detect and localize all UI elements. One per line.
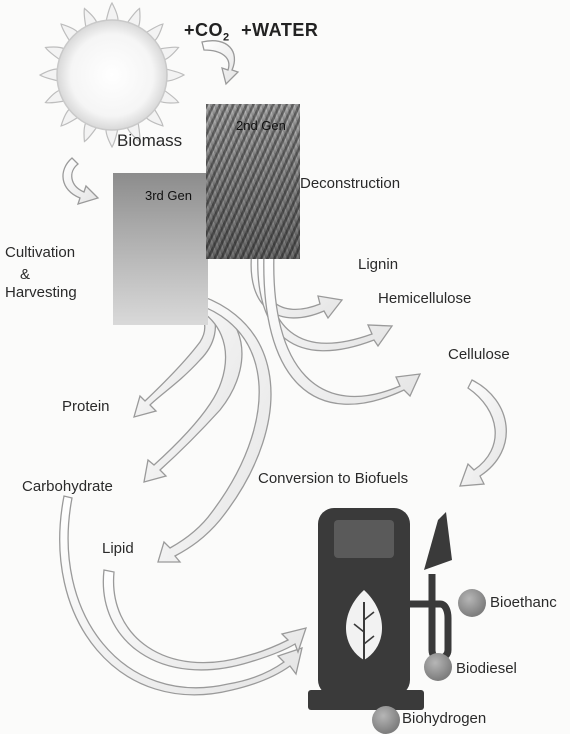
ampersand-label: & bbox=[20, 266, 30, 283]
cultivation-label: Cultivation bbox=[5, 244, 75, 261]
third-gen-label: 3rd Gen bbox=[145, 188, 192, 203]
co2-water-header: +CO2 +WATER bbox=[184, 20, 318, 44]
sun-ray bbox=[106, 3, 118, 21]
bioethanol-label: Bioethanc bbox=[490, 594, 557, 611]
lipid-label: Lipid bbox=[102, 540, 134, 557]
bioethanol-dot-icon bbox=[458, 589, 486, 617]
cellulose-label: Cellulose bbox=[448, 346, 510, 363]
conversion-label: Conversion to Biofuels bbox=[258, 470, 408, 487]
hemicellulose-label: Hemicellulose bbox=[378, 290, 471, 307]
arrow-lipid-to-pump bbox=[103, 570, 306, 670]
biohydrogen-dot-icon bbox=[372, 706, 400, 734]
protein-label: Protein bbox=[62, 398, 110, 415]
biodiesel-dot-icon bbox=[424, 653, 452, 681]
sun-icon bbox=[40, 3, 184, 147]
harvesting-label: Harvesting bbox=[5, 284, 77, 301]
sun-ray bbox=[40, 69, 58, 81]
co2-water-arrow bbox=[202, 41, 238, 84]
fuel-pump-icon bbox=[308, 508, 452, 710]
carbohydrate-label: Carbohydrate bbox=[22, 478, 113, 495]
lignin-label: Lignin bbox=[358, 256, 398, 273]
arrow-cellulose-to-pump bbox=[460, 380, 506, 486]
biodiesel-label: Biodiesel bbox=[456, 660, 517, 677]
sun-ray bbox=[166, 69, 184, 81]
biomass-label: Biomass bbox=[117, 131, 182, 151]
deconstruction-label: Deconstruction bbox=[300, 175, 400, 192]
sun-cycle-arrow bbox=[63, 158, 98, 204]
second-gen-label: 2nd Gen bbox=[236, 118, 286, 133]
biohydrogen-label: Biohydrogen bbox=[402, 710, 486, 727]
